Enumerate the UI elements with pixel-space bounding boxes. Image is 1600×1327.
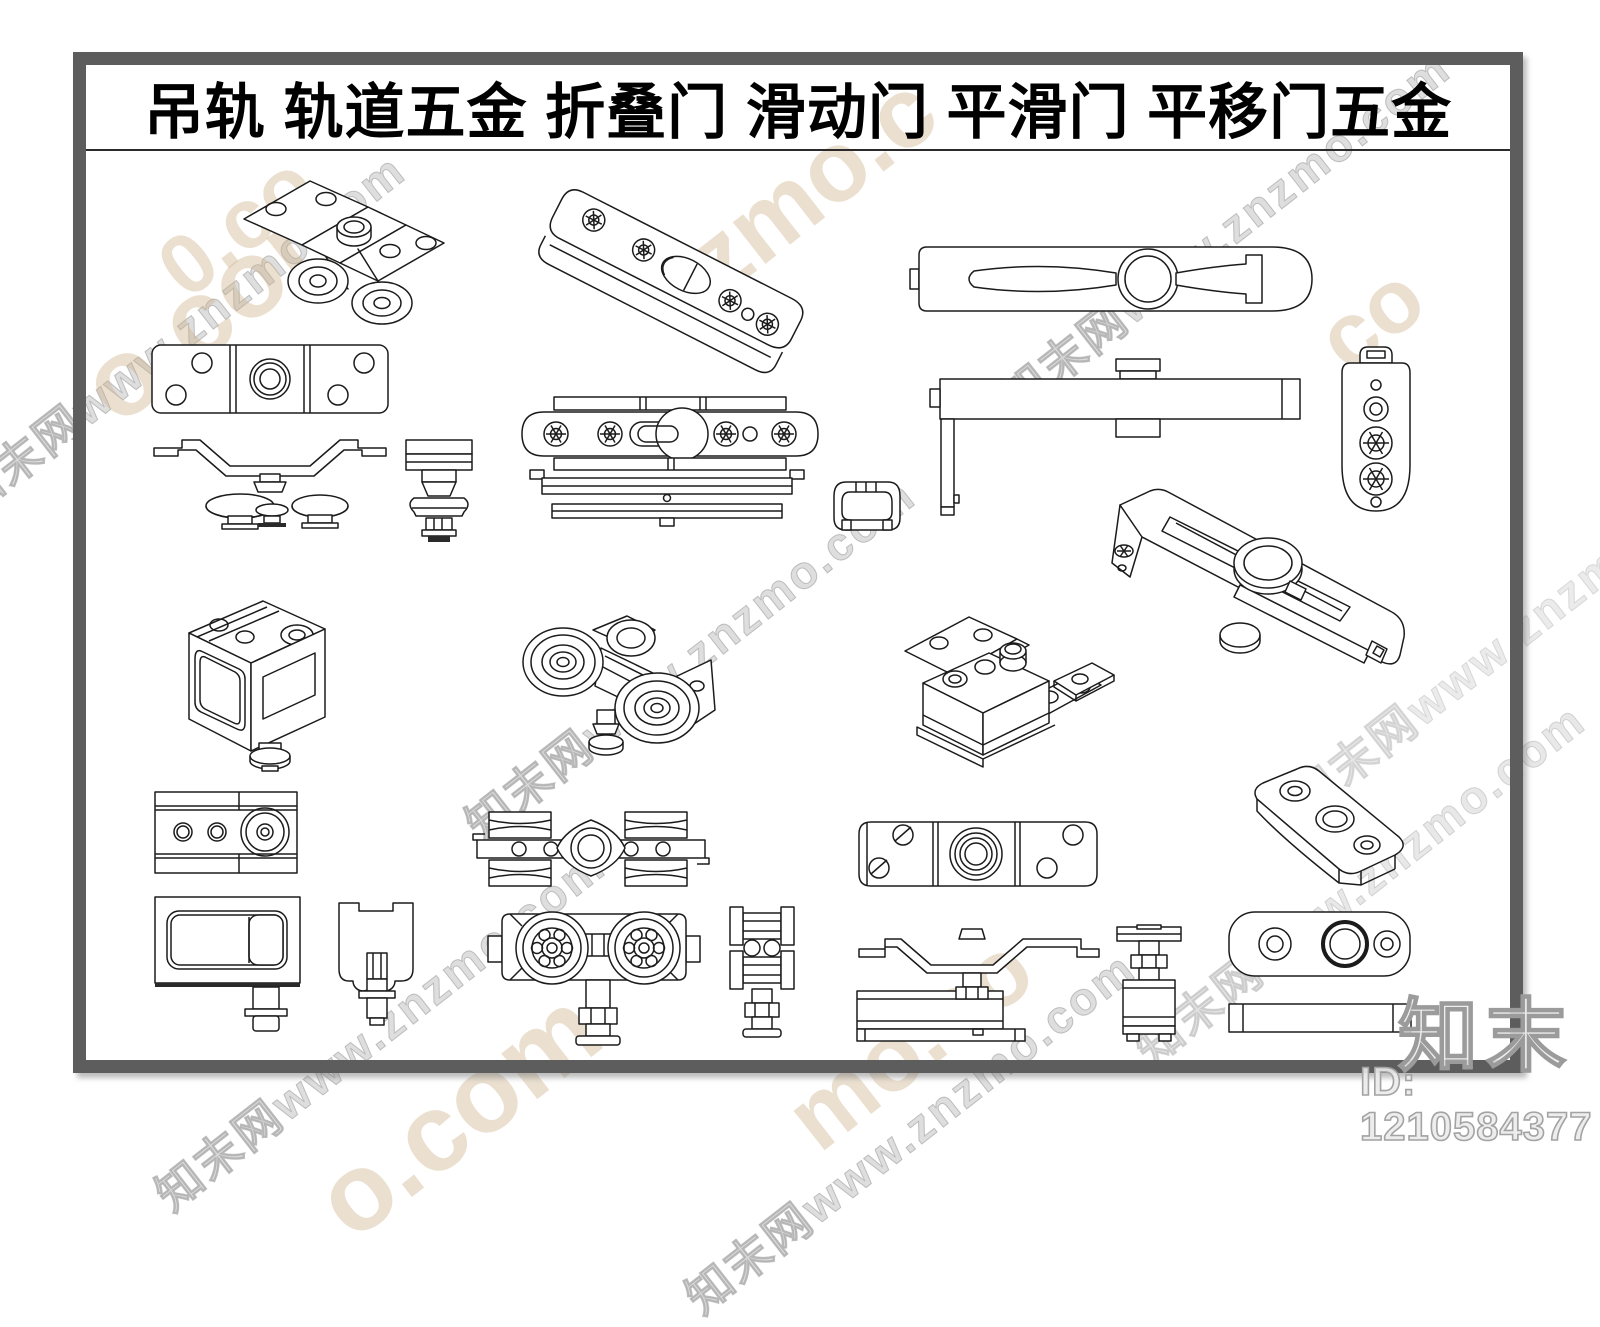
rail-block-top-view bbox=[153, 790, 299, 875]
mounting-plate-top-view bbox=[150, 335, 390, 417]
carriage-front-view bbox=[480, 910, 708, 1046]
striker-plate-top-view bbox=[1227, 910, 1413, 978]
hanger-bracket-side-svg bbox=[856, 928, 1100, 1042]
iso-twin-wheel-carriage-drawing bbox=[505, 590, 717, 765]
title-band: 吊轨 轨道五金 折叠门 滑动门 平滑门 平移门五金 bbox=[86, 65, 1510, 151]
asset-id-label: ID: 1210584377 bbox=[1359, 1059, 1593, 1150]
striker-plate-side-view bbox=[1227, 1002, 1415, 1036]
flush-bolt-top-view bbox=[909, 243, 1314, 315]
iso-pivot-plate-svg bbox=[538, 189, 804, 374]
carriage-side-svg bbox=[729, 906, 795, 1038]
iso-striker-plate-svg bbox=[1254, 765, 1404, 886]
iso-twin-wheel-carriage-svg bbox=[522, 615, 716, 756]
iso-pivot-bracket-drawing bbox=[897, 607, 1103, 771]
iso-flush-bolt-svg bbox=[1053, 488, 1405, 702]
iso-channel-bracket-drawing bbox=[167, 593, 332, 773]
hanger-side-view bbox=[150, 428, 390, 532]
hanger-plate-top-svg bbox=[858, 821, 1098, 887]
guide-block-drawing bbox=[153, 895, 303, 1037]
iso-flush-bolt-drawing bbox=[1050, 465, 1432, 737]
carriage-side-view bbox=[728, 905, 798, 1045]
floor-guide-drawing bbox=[333, 895, 419, 1035]
carriage-top-svg bbox=[472, 811, 710, 887]
rail-block-top-svg bbox=[154, 791, 298, 874]
cad-sheet: { "header": { "title": "吊轨 轨道五金 折叠门 滑动门 … bbox=[0, 40, 1600, 1325]
end-plate-drawing bbox=[1340, 345, 1414, 515]
mounting-plate-svg bbox=[151, 344, 389, 414]
iso-roller-hanger-svg bbox=[243, 180, 445, 325]
iso-pivot-plate-drawing bbox=[538, 175, 804, 374]
guide-clip-drawing bbox=[832, 478, 902, 534]
rail-bars-svg bbox=[529, 469, 805, 527]
pivot-plate-top-view bbox=[520, 395, 820, 473]
hanger-plate-top-view bbox=[857, 820, 1099, 888]
roller-side-view bbox=[398, 438, 480, 548]
guide-block-svg bbox=[154, 896, 301, 1032]
carriage-top-view bbox=[472, 810, 710, 888]
floor-guide-svg bbox=[338, 902, 414, 1026]
roller-side-svg bbox=[405, 439, 473, 542]
hanger-bolt-side-svg bbox=[1116, 924, 1182, 1042]
flush-bolt-side-view bbox=[910, 355, 1314, 523]
flush-bolt-top-svg bbox=[909, 246, 1313, 312]
hanger-bolt-side-view bbox=[1115, 924, 1185, 1043]
iso-roller-hanger-drawing bbox=[230, 165, 445, 325]
iso-striker-plate-drawing bbox=[1243, 765, 1413, 891]
hanger-bracket-side-view bbox=[855, 925, 1103, 1043]
end-plate-svg bbox=[1341, 346, 1411, 512]
flush-bolt-side-svg bbox=[929, 358, 1301, 516]
rail-bars-side-view bbox=[528, 469, 806, 532]
iso-pivot-bracket-svg bbox=[904, 616, 1102, 768]
pivot-plate-top-svg bbox=[521, 396, 819, 471]
page-title: 吊轨 轨道五金 折叠门 滑动门 平滑门 平移门五金 bbox=[143, 78, 1453, 146]
carriage-front-svg bbox=[487, 911, 701, 1046]
striker-plate-top-svg bbox=[1228, 911, 1411, 977]
striker-plate-side-svg bbox=[1228, 1003, 1412, 1033]
guide-clip-svg bbox=[833, 481, 901, 531]
iso-channel-bracket-svg bbox=[188, 600, 326, 772]
hanger-side-svg bbox=[153, 439, 387, 530]
